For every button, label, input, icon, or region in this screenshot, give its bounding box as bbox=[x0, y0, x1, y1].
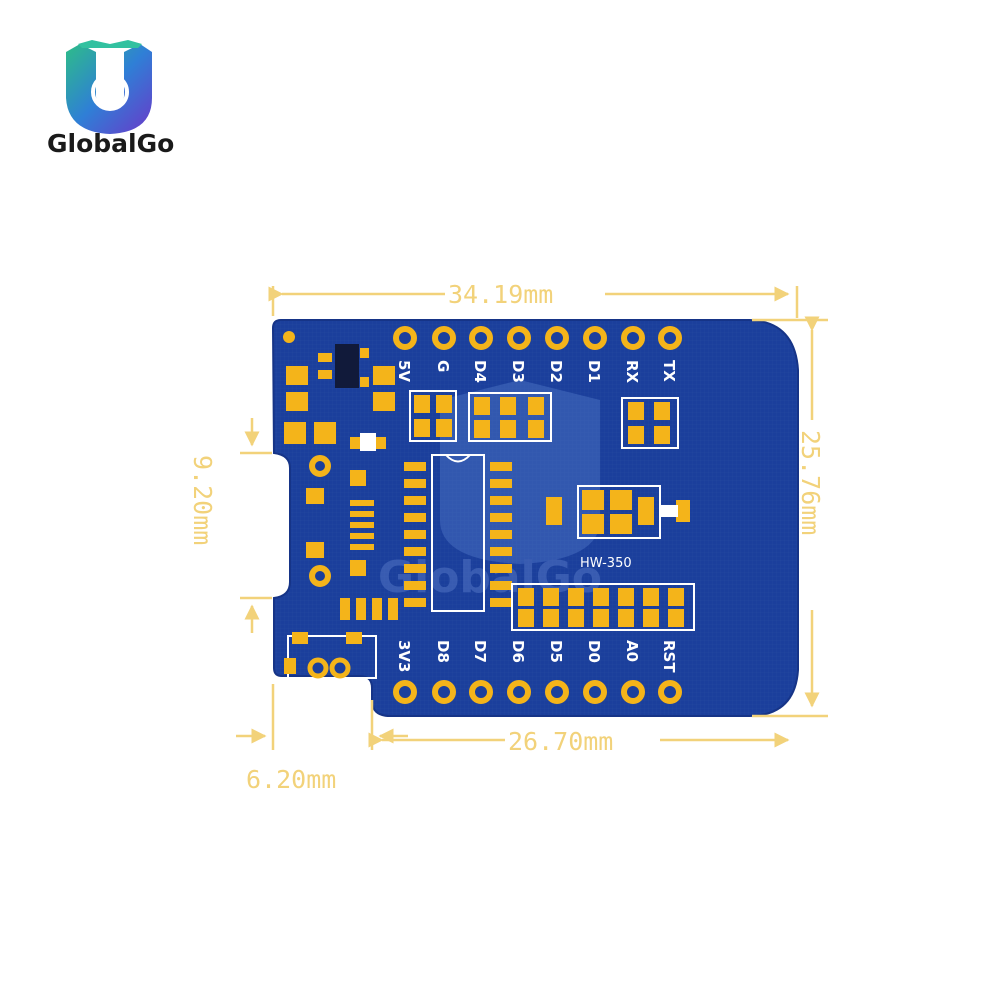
bottom-pin-hole bbox=[469, 680, 493, 704]
bottom-pin-hole bbox=[583, 680, 607, 704]
dim-top-width: 34.19mm bbox=[448, 280, 553, 309]
jumper-pads-top bbox=[409, 390, 679, 449]
top-pin-hole bbox=[507, 326, 531, 350]
dimension-lines bbox=[236, 286, 828, 750]
bottom-pin-label: D8 bbox=[434, 640, 452, 663]
bottom-pin-hole bbox=[545, 680, 569, 704]
chip-pad bbox=[404, 513, 426, 522]
top-pin-label: D2 bbox=[547, 360, 565, 383]
chip-pad bbox=[490, 564, 512, 573]
chip-pad bbox=[404, 530, 426, 539]
jumper-pad bbox=[668, 609, 684, 627]
dim-left-notch: 9.20mm bbox=[188, 455, 217, 545]
bottom-pin-label: D6 bbox=[509, 640, 527, 663]
bottom-pin-labels: 3V3 D8 D7 D6 D5 D0 A0 RST bbox=[395, 640, 678, 673]
bottom-header-pins bbox=[393, 680, 682, 704]
battery-connector bbox=[284, 632, 377, 679]
brand-logo: GlobalGo bbox=[47, 40, 174, 158]
bottom-pin-hole bbox=[621, 680, 645, 704]
top-pin-hole bbox=[432, 326, 456, 350]
regulator-pads bbox=[340, 598, 398, 620]
dimension-labels: 34.19mm 25.76mm 9.20mm 26.70mm 6.20mm bbox=[188, 280, 825, 794]
jumper-pad bbox=[568, 609, 584, 627]
jumper-pad bbox=[643, 609, 659, 627]
bottom-pin-hole bbox=[393, 680, 417, 704]
top-pin-label: D4 bbox=[471, 360, 489, 383]
jumper-pad bbox=[543, 609, 559, 627]
jumper-pad bbox=[568, 588, 584, 606]
chip-pad bbox=[404, 581, 426, 590]
bottom-pin-label: RST bbox=[660, 640, 678, 673]
brand-name: GlobalGo bbox=[47, 129, 174, 158]
chip-pad bbox=[404, 564, 426, 573]
bottom-pin-label: D7 bbox=[471, 640, 489, 663]
bottom-pin-label: D5 bbox=[547, 640, 565, 663]
chip-pad bbox=[490, 496, 512, 505]
smd-components-left bbox=[284, 344, 395, 451]
top-pin-hole bbox=[658, 326, 682, 350]
dim-bottom-width: 26.70mm bbox=[508, 727, 613, 756]
bottom-pin-hole bbox=[432, 680, 456, 704]
mounting-hole bbox=[283, 331, 295, 343]
bottom-pin-hole bbox=[507, 680, 531, 704]
top-pin-hole bbox=[545, 326, 569, 350]
jumper-pad bbox=[668, 588, 684, 606]
dim-bottom-left-offset: 6.20mm bbox=[246, 765, 336, 794]
bottom-pin-hole bbox=[658, 680, 682, 704]
top-pin-label: G bbox=[434, 360, 452, 372]
chip-pad bbox=[490, 598, 512, 607]
top-pin-labels: 5V G D4 D3 D2 D1 RX TX bbox=[395, 360, 678, 384]
chip-pad bbox=[490, 479, 512, 488]
jumper-pad bbox=[618, 588, 634, 606]
chip-pad bbox=[490, 581, 512, 590]
top-pin-hole bbox=[393, 326, 417, 350]
ic-chip bbox=[404, 454, 512, 612]
chip-pad bbox=[490, 547, 512, 556]
top-header-pins bbox=[393, 326, 682, 350]
chip-pad bbox=[404, 496, 426, 505]
chip-pad bbox=[404, 462, 426, 471]
bottom-pin-label: 3V3 bbox=[395, 640, 413, 672]
jumper-pad bbox=[543, 588, 559, 606]
jumper-pads-bottom bbox=[511, 583, 695, 631]
chip-pad bbox=[404, 479, 426, 488]
top-pin-label: RX bbox=[623, 360, 641, 384]
smd-components-right: HW-350 bbox=[546, 485, 690, 571]
chip-pad bbox=[490, 462, 512, 471]
top-pin-label: D3 bbox=[509, 360, 527, 383]
chip-pad bbox=[490, 513, 512, 522]
chip-pad bbox=[404, 547, 426, 556]
bottom-pin-label: D0 bbox=[585, 640, 603, 663]
logo-icon bbox=[66, 40, 152, 134]
dim-right-height: 25.76mm bbox=[796, 430, 825, 535]
jumper-pad bbox=[593, 609, 609, 627]
top-pin-label: D1 bbox=[585, 360, 603, 383]
top-pin-label: 5V bbox=[395, 360, 413, 382]
chip-pad bbox=[404, 598, 426, 607]
top-pin-hole bbox=[621, 326, 645, 350]
top-pin-hole bbox=[469, 326, 493, 350]
jumper-pad bbox=[643, 588, 659, 606]
jumper-pad bbox=[518, 588, 534, 606]
jumper-pad bbox=[593, 588, 609, 606]
watermark-text: GlobalGo bbox=[378, 552, 602, 603]
chip-pad bbox=[490, 530, 512, 539]
jumper-pad bbox=[518, 609, 534, 627]
top-pin-hole bbox=[583, 326, 607, 350]
board-model-label: HW-350 bbox=[580, 556, 632, 571]
jumper-pad bbox=[618, 609, 634, 627]
top-pin-label: TX bbox=[660, 360, 678, 382]
usb-connector bbox=[306, 455, 374, 587]
bottom-pin-label: A0 bbox=[623, 640, 641, 662]
